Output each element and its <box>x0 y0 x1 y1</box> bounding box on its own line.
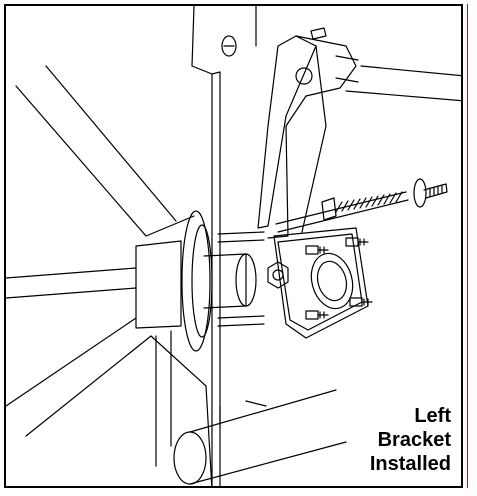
caption-line-1: Left <box>414 405 451 427</box>
lower-tube <box>173 389 347 485</box>
bracket-bolts <box>305 237 373 320</box>
panel-bolt <box>221 35 237 57</box>
wheel-spokes <box>6 65 213 486</box>
caption-line-2: Bracket <box>377 429 451 451</box>
caption-line-3: Installed <box>369 453 451 475</box>
figure-frame: Left Bracket Installed <box>4 4 463 488</box>
bracket-illustration <box>6 6 461 486</box>
bracket-plate <box>273 227 369 339</box>
figure-caption: Left Bracket Installed <box>370 404 451 476</box>
wheel-hub <box>181 210 265 352</box>
page-margin-rule <box>467 4 468 488</box>
linkage-arm <box>257 27 359 239</box>
threaded-rod <box>275 178 448 233</box>
